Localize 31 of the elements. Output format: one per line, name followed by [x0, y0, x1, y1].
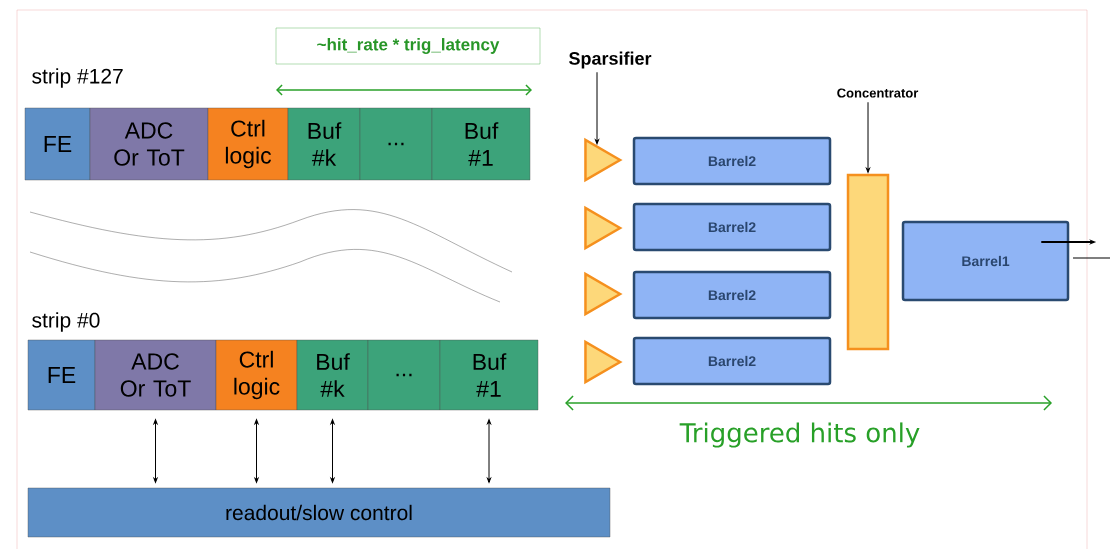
- barrel-block: Barrel1: [901, 220, 1070, 302]
- frontend-block: FE: [27, 339, 96, 411]
- buffer-block: Buf #1: [439, 339, 539, 411]
- component-caption: Sparsifier: [569, 51, 652, 69]
- arrow: [487, 419, 491, 483]
- buffer-block: Buf #k: [296, 339, 369, 411]
- buffer-block: Buf #1: [431, 107, 531, 181]
- barrel-block: Barrel2: [632, 202, 832, 252]
- concentrator-trapezoid: [846, 173, 890, 351]
- arrow: [330, 419, 335, 483]
- adc-block: ADC Or ToT: [89, 107, 209, 181]
- buffer-block: Buf #k: [287, 107, 361, 181]
- row-label: strip #127: [32, 68, 123, 88]
- formula-box: ~hit_rate * trig_latency: [275, 27, 541, 65]
- row-label: strip #0: [32, 312, 100, 332]
- readout-bar: readout/slow control: [27, 487, 611, 538]
- adc-block: ADC Or ToT: [94, 339, 217, 411]
- arrow: [254, 419, 259, 483]
- frontend-block: FE: [24, 107, 91, 181]
- control-logic-block: Ctrl logic: [215, 339, 298, 411]
- barrel-block: Barrel2: [632, 136, 832, 186]
- range-label: Triggered hits only: [679, 422, 920, 448]
- barrel-block: Barrel2: [632, 270, 832, 320]
- arrow: [595, 71, 599, 145]
- arrow: [153, 419, 158, 483]
- barrel-block: Barrel2: [632, 336, 832, 386]
- component-caption: Concentrator: [837, 88, 919, 98]
- control-logic-block: Ctrl logic: [207, 107, 289, 181]
- arrow: [866, 101, 870, 173]
- buffer-block: ...: [367, 339, 441, 411]
- buffer-block: ...: [359, 107, 433, 181]
